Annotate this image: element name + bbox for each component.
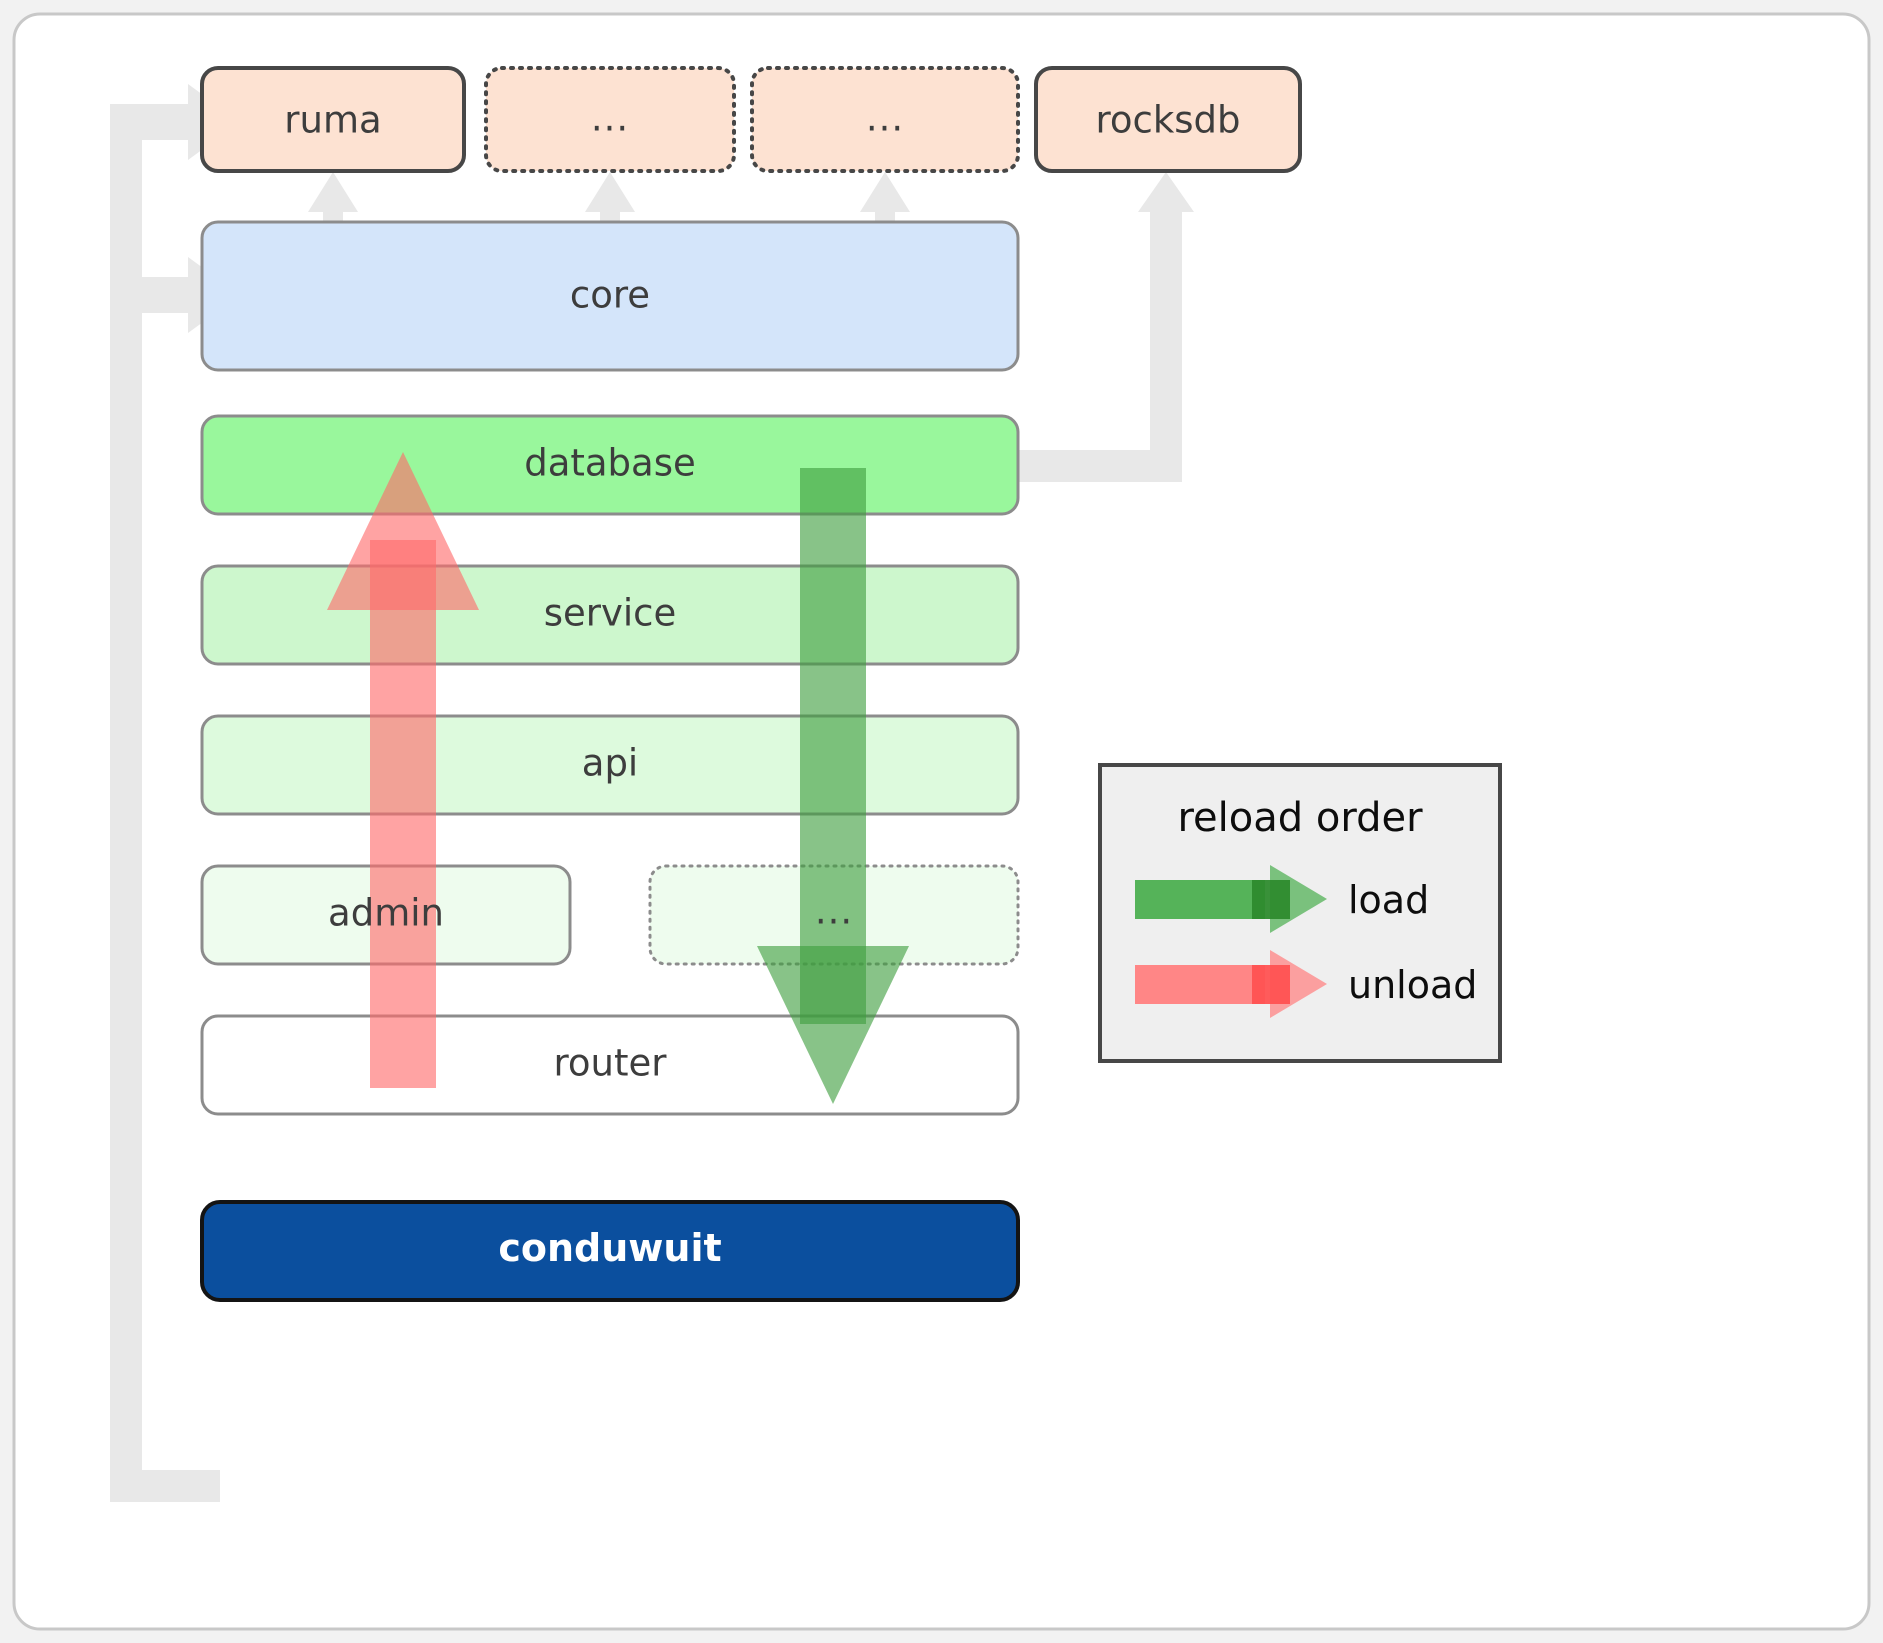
- box-ext3[interactable]: ...: [750, 66, 1020, 173]
- box-service-label: service: [544, 592, 677, 635]
- box-rocksdb[interactable]: rocksdb: [1034, 66, 1302, 173]
- box-core-label: core: [570, 274, 650, 317]
- box-ruma-label: ruma: [284, 99, 381, 142]
- load-arrow-icon: [1135, 865, 1327, 933]
- legend-item-unload: unload: [1135, 950, 1477, 1018]
- box-router-label: router: [554, 1042, 668, 1085]
- connector-conduwuit-stub: [110, 1470, 220, 1502]
- box-ext3-label: ...: [866, 97, 904, 140]
- box-stack-extra-label: ...: [815, 890, 853, 933]
- box-core[interactable]: core: [200, 220, 1020, 372]
- legend-title: reload order: [1177, 795, 1423, 841]
- load-flow-arrow: [757, 468, 909, 1104]
- connector-conduwuit-to-core: [142, 257, 240, 333]
- box-conduwuit-label: conduwuit: [498, 1226, 721, 1270]
- connector-database-to-rocksdb: [1018, 172, 1194, 482]
- box-ruma[interactable]: ruma: [200, 66, 466, 173]
- box-conduwuit[interactable]: conduwuit: [200, 1200, 1020, 1302]
- box-admin-label: admin: [328, 892, 444, 935]
- legend-item-load-label: load: [1348, 878, 1429, 922]
- connector-conduwuit-to-ruma: [110, 84, 240, 1498]
- legend: reload order load unload: [1098, 763, 1502, 1063]
- unload-flow-arrow: [327, 452, 479, 1088]
- box-database-label: database: [524, 442, 696, 485]
- box-api-label: api: [582, 742, 638, 785]
- connector-core-to-ext3: [860, 172, 910, 228]
- box-rocksdb-label: rocksdb: [1095, 99, 1240, 142]
- legend-item-unload-label: unload: [1348, 963, 1477, 1007]
- box-ext2-label: ...: [591, 97, 629, 140]
- box-ext2[interactable]: ...: [484, 66, 736, 173]
- connector-core-to-ruma: [308, 172, 358, 228]
- connector-group: [110, 84, 1194, 1502]
- legend-item-load: load: [1135, 865, 1429, 933]
- connector-core-to-ext2: [585, 172, 635, 228]
- external-boxes: ruma ... ... rocksdb: [200, 66, 1302, 173]
- unload-arrow-icon: [1135, 950, 1327, 1018]
